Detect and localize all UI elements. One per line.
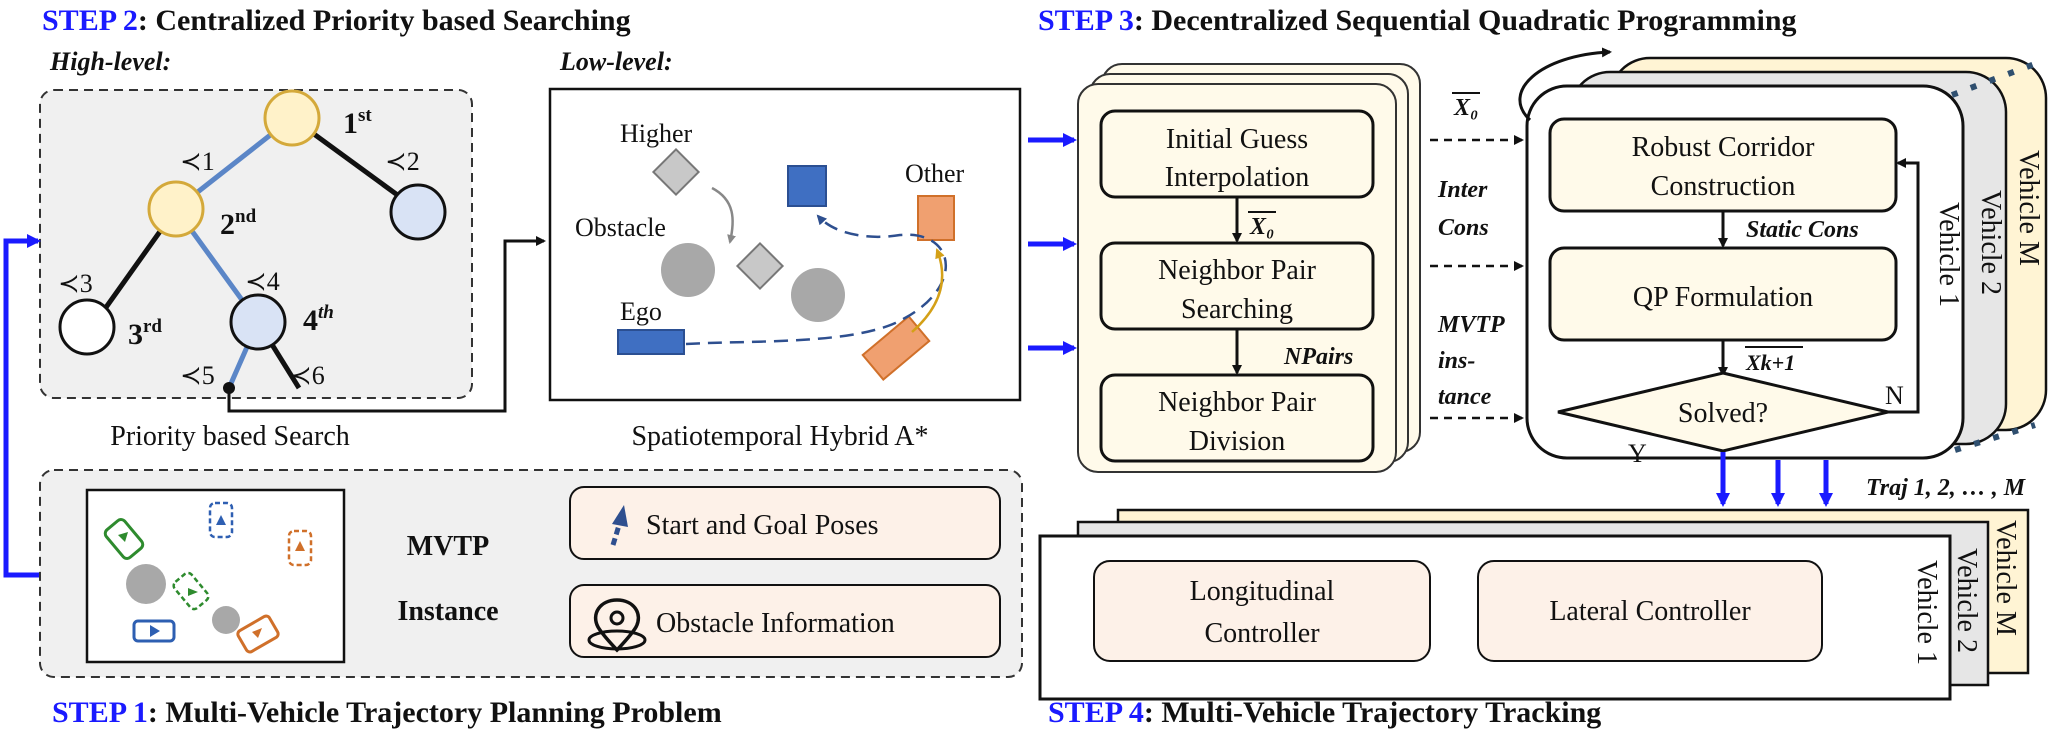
legend-start-goal — [569, 486, 1001, 560]
rank-1st: 1st — [343, 105, 372, 140]
legend-start-goal-label: Start and Goal Poses — [646, 510, 879, 541]
longitudinal-controller-box — [1093, 560, 1431, 662]
solved-decision-diamond — [1557, 371, 1889, 453]
instance-map-contents — [103, 501, 313, 654]
high-level-panel — [39, 89, 473, 399]
traj-label: Traj 1, 2, … , M — [1866, 475, 2027, 501]
priority-search-caption: Priority based Search — [110, 421, 350, 452]
start-goal-arrow-icon — [610, 505, 628, 546]
higher-vehicle-next — [735, 241, 785, 291]
instance-label: Instance — [397, 596, 498, 627]
step4-vehicle-m-label: Vehicle M — [1990, 520, 2021, 636]
robust-corridor-line1: Robust Corridor — [1632, 132, 1815, 163]
label-ego: Ego — [620, 297, 662, 326]
legend-obstacle-label: Obstacle Information — [656, 608, 895, 639]
mvtp-instance-line1: MVTP — [1437, 312, 1505, 338]
step4-vehicle-1-label: Vehicle 1 — [1911, 560, 1942, 665]
no-loop-arrow — [1888, 158, 1920, 414]
inter-cons-line1: Inter — [1437, 177, 1488, 203]
step3-title: STEP 3: Decentralized Sequential Quadrat… — [1038, 4, 1797, 37]
obstacle-circle-1 — [661, 243, 715, 297]
neighbor-pair-search-line2: Searching — [1181, 294, 1293, 325]
edge-label-6: ≺6 — [290, 361, 325, 390]
higher-path — [711, 186, 736, 244]
mvtp-instance-line2: ins- — [1438, 348, 1475, 374]
legend-obstacle — [569, 584, 1001, 658]
high-level-label: High-level: — [49, 47, 171, 76]
tree-node-blue — [389, 183, 447, 241]
label-obstacle: Obstacle — [575, 213, 666, 242]
robust-corridor-line2: Construction — [1651, 171, 1796, 202]
initial-guess-line1: Initial Guess — [1166, 124, 1308, 155]
obstacle-circle-2 — [791, 268, 845, 322]
label-other: Other — [905, 159, 965, 188]
mvtp-instance-line3: tance — [1438, 384, 1492, 410]
vehicle-1-label: Vehicle 1 — [1933, 202, 1964, 307]
neighbor-pair-search-line1: Neighbor Pair — [1158, 255, 1317, 286]
neighbor-pair-division-line1: Neighbor Pair — [1158, 387, 1317, 418]
higher-vehicle — [651, 147, 701, 197]
leaf-to-low-level-arrow — [227, 236, 546, 413]
tree-node-4th — [229, 293, 287, 351]
ego-vehicle — [617, 329, 685, 355]
edge-label-1: ≺1 — [180, 147, 215, 176]
ego-goal — [787, 165, 827, 207]
qp-formulation-label: QP Formulation — [1633, 282, 1813, 313]
iteration-loop-arrow — [1518, 47, 1612, 122]
yes-label: Y — [1628, 439, 1647, 468]
priority-tree — [58, 89, 447, 394]
npairs-label: NPairs — [1283, 344, 1353, 370]
step4-title: STEP 4: Multi-Vehicle Trajectory Trackin… — [1048, 696, 1601, 729]
dotted-corner-bottom — [1954, 422, 2036, 453]
static-cons-label: Static Cons — [1746, 217, 1859, 243]
inter-cons-line2: Cons — [1438, 215, 1489, 241]
step1-title: STEP 1: Multi-Vehicle Trajectory Plannin… — [52, 696, 722, 729]
label-higher: Higher — [620, 119, 693, 148]
tree-node-2nd — [147, 180, 205, 238]
lateral-controller-label: Lateral Controller — [1549, 596, 1751, 627]
other-goal — [917, 195, 955, 241]
x0-top-label: X₀ — [1453, 95, 1478, 121]
initial-guess-line2: Interpolation — [1165, 162, 1310, 193]
lateral-controller-box — [1477, 560, 1823, 662]
neighbor-pair-division-line2: Division — [1189, 426, 1285, 457]
edge-label-5: ≺5 — [180, 361, 215, 390]
step2-title: STEP 2: Centralized Priority based Searc… — [42, 4, 631, 37]
edge-label-4: ≺4 — [245, 267, 280, 296]
mvtp-instance-map — [85, 488, 346, 664]
hybrid-astar-caption: Spatiotemporal Hybrid A* — [631, 421, 928, 452]
x0-label: X₀ — [1249, 214, 1274, 240]
longitudinal-line1: Longitudinal — [1190, 576, 1335, 607]
neighbor-pair-division-box — [1099, 373, 1375, 463]
mvtp-label: MVTP — [407, 531, 489, 562]
other-trajectory — [911, 248, 945, 333]
tree-node-3rd — [58, 298, 116, 356]
step4-vehicle-2-label: Vehicle 2 — [1951, 548, 1982, 653]
low-level-label: Low-level: — [559, 47, 673, 76]
no-label: N — [1885, 381, 1904, 410]
longitudinal-line2: Controller — [1204, 618, 1320, 649]
xk1-label: Xk+1 — [1745, 350, 1795, 375]
edge-label-2: ≺2 — [385, 147, 420, 176]
solved-label: Solved? — [1678, 398, 1768, 429]
edge-label-3: ≺3 — [58, 269, 93, 298]
vehicle-m-label: Vehicle M — [2013, 150, 2044, 266]
tree-node-1st — [263, 89, 321, 147]
obstacle-pin-icon — [587, 598, 647, 653]
vehicle-2-label: Vehicle 2 — [1975, 190, 2006, 295]
